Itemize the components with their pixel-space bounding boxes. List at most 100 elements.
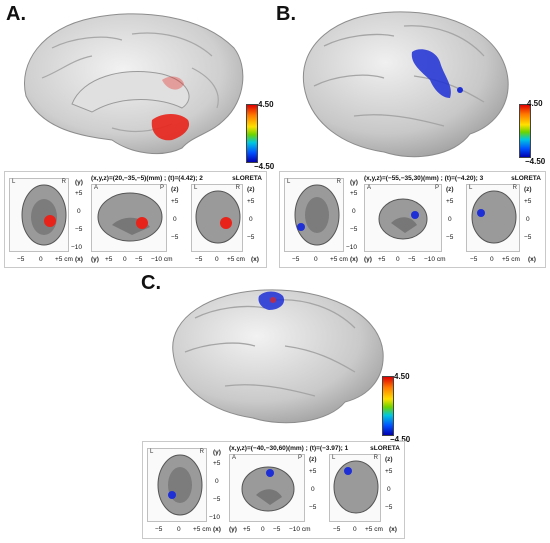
axial-right-label: R (199, 449, 204, 455)
coronal-tick-right: −5 (524, 234, 532, 241)
axial-right-label: R (61, 179, 66, 185)
sagittal-view-b[interactable]: A P (364, 184, 442, 252)
sagittal-tick-bottom: +5 (243, 526, 251, 533)
axial-y-axis-label: (y) (75, 179, 83, 186)
sagittal-tick-bottom: 0 (123, 256, 127, 263)
coronal-z-axis-label: (z) (247, 186, 255, 193)
panel-label-a: A. (6, 3, 26, 25)
sagittal-anterior-label: A (367, 185, 372, 191)
axial-tick-right: 0 (352, 208, 356, 215)
coronal-tick-bottom: −5 (195, 256, 203, 263)
method-label-a: sLORETA (232, 175, 262, 182)
slice-strip-c: (x,y,z)=(−40,−30,60)(mm) ; (t)=(−3.97); … (142, 441, 405, 539)
coronal-tick-right: +5 (247, 198, 255, 205)
sagittal-posterior-label: P (159, 185, 164, 191)
sagittal-y-axis-label: (y) (91, 256, 99, 263)
coordinate-header-c: (x,y,z)=(−40,−30,60)(mm) ; (t)=(−3.97); … (229, 445, 349, 452)
coronal-tick-right: 0 (249, 216, 253, 223)
coronal-tick-right: +5 (524, 198, 532, 205)
coronal-view-c[interactable]: L R (329, 454, 381, 522)
panel-label-c: C. (141, 272, 161, 294)
axial-tick-bottom: 0 (314, 256, 318, 263)
colorbar-b (519, 104, 531, 158)
axial-tick-right: −5 (75, 226, 83, 233)
coronal-z-axis-label: (z) (524, 186, 532, 193)
coronal-tick-bottom: +5 cm (502, 256, 520, 263)
sagittal-tick-right: 0 (448, 216, 452, 223)
sagittal-tick-right: −5 (171, 234, 179, 241)
colorbar-min-a: −4.50 (254, 162, 275, 171)
coronal-tick-bottom: +5 cm (227, 256, 245, 263)
sagittal-tick-right: −5 (309, 504, 317, 511)
sagittal-y-axis-label: (y) (229, 526, 237, 533)
colorbar-min-b: −4.50 (525, 157, 546, 166)
method-label-c: sLORETA (370, 445, 400, 452)
colorbar-c (382, 376, 394, 436)
axial-tick-bottom: −5 (17, 256, 25, 263)
axial-tick-right: −10 (71, 244, 83, 251)
sagittal-view-a[interactable]: A P (91, 184, 167, 252)
sagittal-tick-bottom: −5 (273, 526, 281, 533)
colorbar-max-c: 4.50 (394, 372, 410, 381)
axial-tick-bottom: −5 (292, 256, 300, 263)
lateral-brain-render-c (165, 282, 390, 432)
coronal-left-label: L (194, 185, 198, 191)
coronal-tick-bottom: 0 (215, 256, 219, 263)
sagittal-tick-bottom: +5 (105, 256, 113, 263)
coronal-tick-bottom: +5 cm (365, 526, 383, 533)
axial-right-label: R (336, 179, 341, 185)
coronal-tick-bottom: −5 (333, 526, 341, 533)
axial-left-label: L (287, 179, 291, 185)
axial-y-axis-label: (y) (213, 449, 221, 456)
coronal-x-axis-label: (x) (528, 256, 536, 263)
colorbar-max-b: 4.50 (527, 99, 543, 108)
axial-tick-right: 0 (215, 478, 219, 485)
sagittal-view-c[interactable]: A P (229, 454, 305, 522)
sagittal-tick-right: +5 (309, 468, 317, 475)
sagittal-y-axis-label: (y) (364, 256, 372, 263)
axial-left-label: L (12, 179, 16, 185)
panel-label-b: B. (276, 3, 296, 25)
coronal-right-label: R (512, 185, 517, 191)
coronal-tick-bottom: −5 (470, 256, 478, 263)
sagittal-posterior-label: P (434, 185, 439, 191)
coronal-view-b[interactable]: L R (466, 184, 520, 252)
axial-tick-right: +5 (350, 190, 358, 197)
sagittal-tick-bottom: −10 cm (424, 256, 446, 263)
axial-tick-right: 0 (77, 208, 81, 215)
sagittal-z-axis-label: (z) (446, 186, 454, 193)
axial-x-axis-label: (x) (350, 256, 358, 263)
sagittal-tick-bottom: 0 (261, 526, 265, 533)
slice-strip-a: (x,y,z)=(20,−35,−5)(mm) ; (t)=(4.42); 2 … (4, 171, 267, 268)
sagittal-tick-bottom: 0 (396, 256, 400, 263)
axial-tick-bottom: +5 cm (330, 256, 348, 263)
sagittal-tick-right: +5 (446, 198, 454, 205)
sagittal-tick-right: −5 (446, 234, 454, 241)
axial-tick-bottom: +5 cm (55, 256, 73, 263)
axial-view-b[interactable]: L R (284, 178, 344, 252)
axial-tick-bottom: 0 (177, 526, 181, 533)
axial-tick-right: −5 (350, 226, 358, 233)
axial-view-c[interactable]: L R (147, 448, 207, 522)
colorbar-a (246, 104, 258, 163)
axial-tick-bottom: −5 (155, 526, 163, 533)
lateral-brain-render-b (294, 6, 514, 166)
coronal-tick-right: 0 (526, 216, 530, 223)
coordinate-header-b: (x,y,z)=(−55,−35,30)(mm) ; (t)=(−4.20); … (364, 175, 484, 182)
sagittal-anterior-label: A (232, 455, 237, 461)
axial-view-a[interactable]: L R (9, 178, 69, 252)
coronal-tick-right: −5 (385, 504, 393, 511)
coronal-view-a[interactable]: L R (191, 184, 243, 252)
coronal-tick-bottom: 0 (353, 526, 357, 533)
sagittal-tick-bottom: −5 (135, 256, 143, 263)
colorbar-min-c: −4.50 (390, 435, 411, 444)
sagittal-tick-bottom: −10 cm (151, 256, 173, 263)
sagittal-z-axis-label: (z) (171, 186, 179, 193)
axial-x-axis-label: (x) (75, 256, 83, 263)
sagittal-anterior-label: A (94, 185, 99, 191)
sagittal-z-axis-label: (z) (309, 456, 317, 463)
axial-tick-right: −10 (346, 244, 358, 251)
axial-tick-bottom: 0 (39, 256, 43, 263)
sagittal-tick-right: 0 (173, 216, 177, 223)
coronal-left-label: L (332, 455, 336, 461)
